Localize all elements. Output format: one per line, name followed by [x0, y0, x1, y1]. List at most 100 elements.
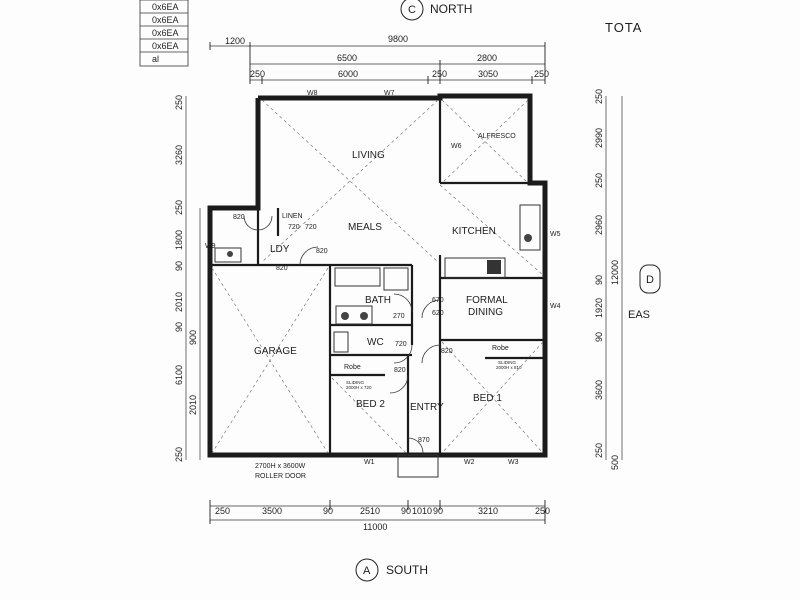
room-label-meals: MEALS: [348, 222, 382, 233]
schedule-row: 0x6EA: [152, 28, 179, 38]
dimension-label: 3500: [262, 506, 282, 516]
robe-note: 2000H x 810: [496, 365, 522, 370]
dimension-label: 2010: [188, 395, 198, 415]
south-label: SOUTH: [386, 563, 428, 577]
window-label: W1: [364, 459, 375, 466]
dimension-label: 3210: [478, 506, 498, 516]
robe-note: SLIDING: [498, 360, 517, 365]
sink: [524, 234, 532, 242]
window-label: W4: [550, 303, 561, 310]
dimension-label: 9800: [388, 34, 408, 44]
dimension-label: 250: [594, 443, 604, 458]
dimension-label: 1800: [174, 230, 184, 250]
doors: [243, 215, 441, 454]
room-label-garage: GARAGE: [254, 346, 297, 357]
east-marker-letter: D: [646, 274, 654, 286]
schedule-row: al: [152, 54, 159, 64]
room-label-bed2: BED 2: [356, 399, 385, 410]
dimension-label: 90: [323, 506, 333, 516]
entry-porch: [397, 454, 439, 478]
dimension-label: 250: [432, 69, 447, 79]
room-label-robe: Robe: [492, 345, 509, 352]
north-label: NORTH: [430, 2, 472, 16]
room-label-bath: BATH: [365, 295, 391, 306]
room-label-alfresco: ALFRESCO: [478, 133, 516, 140]
dimension-label: 2960: [594, 215, 604, 235]
dimension-label: 250: [594, 173, 604, 188]
dimension-label: 250: [534, 69, 549, 79]
door-width: 270: [393, 313, 405, 320]
bottom-dimensions: 250 3500 90 2510 90 1010 90 3210 250 110…: [209, 500, 550, 532]
schedule-row: 0x6EA: [152, 41, 179, 51]
door-width: 870: [418, 437, 430, 444]
shower: [383, 267, 409, 291]
room-label-linen: LINEN: [282, 213, 303, 220]
dimension-label: 3050: [478, 69, 498, 79]
title-fragment: TOTA: [605, 20, 642, 35]
dimension-label: 250: [250, 69, 265, 79]
window-label: W8: [307, 90, 318, 97]
garage-door-note: 2700H x 3600W: [255, 463, 306, 470]
south-marker-letter: A: [363, 565, 371, 577]
laundry-basin: [227, 251, 233, 257]
top-dimensions: 1200 9800 6500 2800 250 6000 250 3050 25…: [209, 34, 549, 84]
window-label: W9: [205, 243, 216, 250]
dimension-label: 3600: [594, 380, 604, 400]
hatch-lines: [211, 99, 544, 454]
door-width: 670: [432, 297, 444, 304]
dimension-label: 1920: [594, 298, 604, 318]
dimension-label: 250: [535, 506, 550, 516]
exterior-walls: [207, 93, 548, 458]
door-width: 820: [441, 348, 453, 355]
kitchen-bench: [519, 204, 541, 251]
window-label: W2: [464, 459, 475, 466]
room-label-kitchen: KITCHEN: [452, 226, 496, 237]
cooktop: [487, 260, 501, 274]
schedule-row: 0x6EA: [152, 2, 179, 12]
fixtures: [214, 204, 541, 353]
basin: [341, 312, 349, 320]
dimension-label: 6100: [174, 365, 184, 385]
door-width: 620: [432, 310, 444, 317]
room-label-living: LIVING: [352, 150, 385, 161]
bathtub: [334, 267, 381, 287]
toilet: [333, 331, 349, 353]
door-width: 720: [395, 341, 407, 348]
dimension-label: 2800: [477, 53, 497, 63]
interior-walls: [210, 98, 545, 455]
window-label: W3: [508, 459, 519, 466]
dimension-label: 90: [174, 261, 184, 271]
dimension-label: 250: [174, 447, 184, 462]
dimension-label: 500: [610, 455, 620, 470]
dimension-label: 90: [594, 275, 604, 285]
dimension-label: 12000: [610, 260, 620, 285]
right-dimensions: 250 2990 250 2960 12000 90 1920 90 3600 …: [594, 89, 623, 470]
laundry-tub: [214, 247, 242, 263]
window-labels: W8 W7 W6 W5 W4 W9 W1 W2 W3: [205, 90, 561, 466]
garage-door-note: ROLLER DOOR: [255, 473, 306, 480]
window-label: W7: [384, 90, 395, 97]
door-width: 820: [276, 265, 288, 272]
east-marker: D EAS: [628, 264, 661, 321]
dimension-label: 250: [174, 95, 184, 110]
basin: [360, 312, 368, 320]
dimension-label: 2010: [174, 292, 184, 312]
room-label-dining: DINING: [468, 307, 503, 318]
schedule-row: 0x6EA: [152, 15, 179, 25]
dimension-label: 90: [433, 506, 443, 516]
dimension-label: 90: [174, 322, 184, 332]
dimension-label: 3260: [174, 145, 184, 165]
door-width: 720: [305, 224, 317, 231]
left-dimensions: 250 3260 250 1800 90 2010 90 900 6100 20…: [174, 95, 201, 462]
room-label-wc: WC: [367, 337, 384, 348]
room-label-entry: ENTRY: [410, 402, 444, 413]
dimension-label: 1200: [225, 36, 245, 46]
dimension-label: 2990: [594, 128, 604, 148]
door-width: 820: [316, 248, 328, 255]
dimension-label: 6000: [338, 69, 358, 79]
dimension-label: 90: [401, 506, 411, 516]
room-label-bed1: BED 1: [473, 393, 502, 404]
vanity: [335, 305, 373, 325]
schedule-box: 0x6EA 0x6EA 0x6EA 0x6EA al: [139, 0, 189, 67]
dimension-label: 250: [174, 200, 184, 215]
